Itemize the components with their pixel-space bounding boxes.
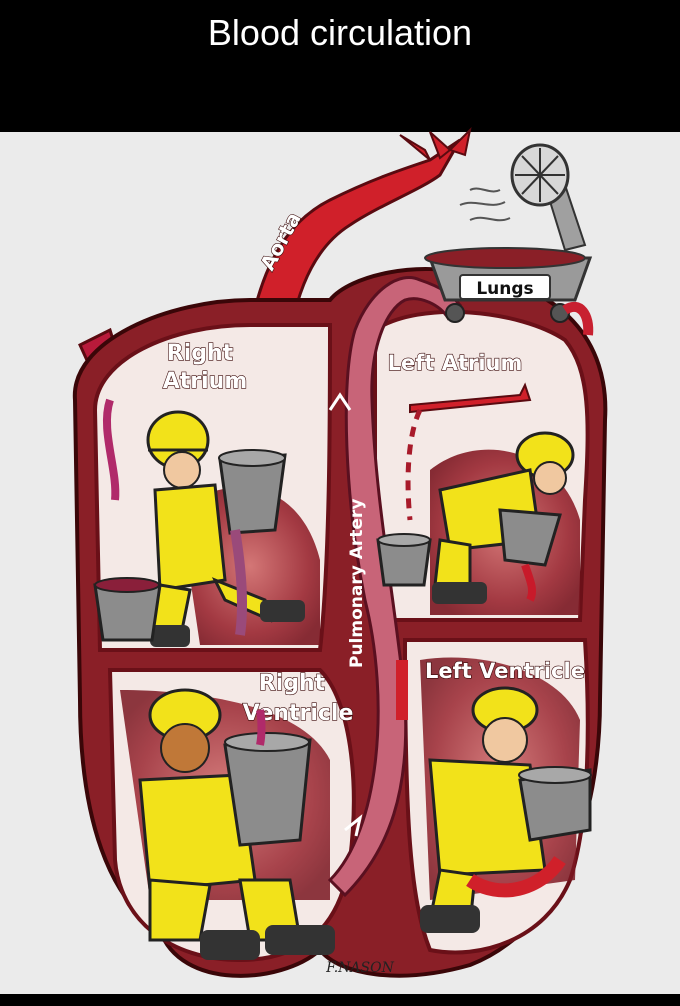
lungs-label: Lungs bbox=[476, 279, 533, 299]
right-atrium-label-line1: Right bbox=[167, 341, 234, 366]
blood-drip bbox=[103, 398, 120, 501]
right-atrium-label-line2: Atrium bbox=[163, 369, 248, 394]
left-ventricle-label: Left Ventricle bbox=[425, 659, 585, 683]
bucket-icon bbox=[376, 533, 432, 587]
bucket-icon bbox=[223, 709, 312, 847]
worker-icon bbox=[420, 686, 566, 933]
arrow-icon bbox=[344, 814, 363, 837]
fan-icon bbox=[459, 143, 587, 252]
artist-signature: F.NASON bbox=[325, 960, 394, 976]
bucket-icon bbox=[218, 449, 287, 636]
bucket-icon bbox=[518, 766, 592, 842]
right-ventricle-label-line1: Right bbox=[259, 671, 326, 696]
bucket-icon bbox=[93, 577, 162, 642]
pulmonary-vein bbox=[409, 382, 532, 414]
left-atrium-label: Left Atrium bbox=[388, 351, 523, 375]
lungs-cart-icon: Lungs bbox=[424, 247, 594, 336]
arrow-icon bbox=[328, 392, 352, 411]
worker-icon bbox=[138, 688, 335, 960]
blood-drip bbox=[405, 408, 423, 521]
bucket-icon bbox=[498, 508, 562, 602]
bottom-bar bbox=[0, 994, 680, 1006]
page-title: Blood circulation bbox=[207, 12, 473, 53]
header-bar: Blood circulation bbox=[0, 0, 680, 132]
pulmonary-artery-label: Pulmonary Artery bbox=[347, 499, 367, 668]
